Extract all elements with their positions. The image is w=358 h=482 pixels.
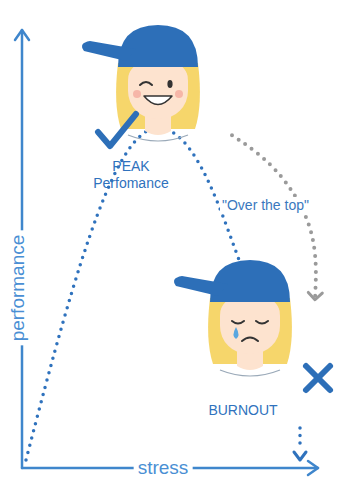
node-caption: BURNOUT — [208, 402, 278, 419]
face-node: BURNOUT — [205, 278, 315, 423]
axis-label: stress — [134, 458, 193, 479]
cap-brim — [174, 276, 228, 296]
blush — [133, 90, 141, 98]
y-axis-head — [15, 30, 29, 40]
tear — [234, 327, 239, 339]
cap-brim — [82, 41, 136, 61]
smile — [144, 96, 172, 105]
closed-eye — [232, 321, 244, 324]
edge-label: "Over the top" — [220, 197, 311, 213]
cap — [210, 260, 290, 302]
down-arrow — [294, 428, 306, 460]
axes — [15, 30, 318, 475]
check-mark — [98, 114, 136, 146]
dotted-arrow — [232, 135, 316, 300]
eye — [167, 80, 172, 88]
node-caption: PEAK Perfomance — [90, 158, 172, 192]
down-arrow-head — [294, 452, 306, 460]
cap — [118, 25, 198, 67]
collar — [220, 370, 280, 376]
cross-mark — [306, 366, 330, 390]
cross-stroke — [306, 366, 330, 390]
down-arrow-dots — [298, 428, 302, 450]
closed-eye — [256, 321, 268, 324]
blush — [175, 90, 183, 98]
axis-label: performance — [8, 231, 29, 346]
happy-face — [82, 25, 200, 141]
collar — [128, 135, 188, 141]
wink-eye — [140, 82, 152, 85]
cross-stroke — [306, 366, 330, 390]
x-axis-head — [308, 461, 318, 475]
frown — [242, 338, 258, 342]
face-node: PEAK Perfomance — [88, 18, 232, 193]
sad-face — [174, 260, 292, 376]
